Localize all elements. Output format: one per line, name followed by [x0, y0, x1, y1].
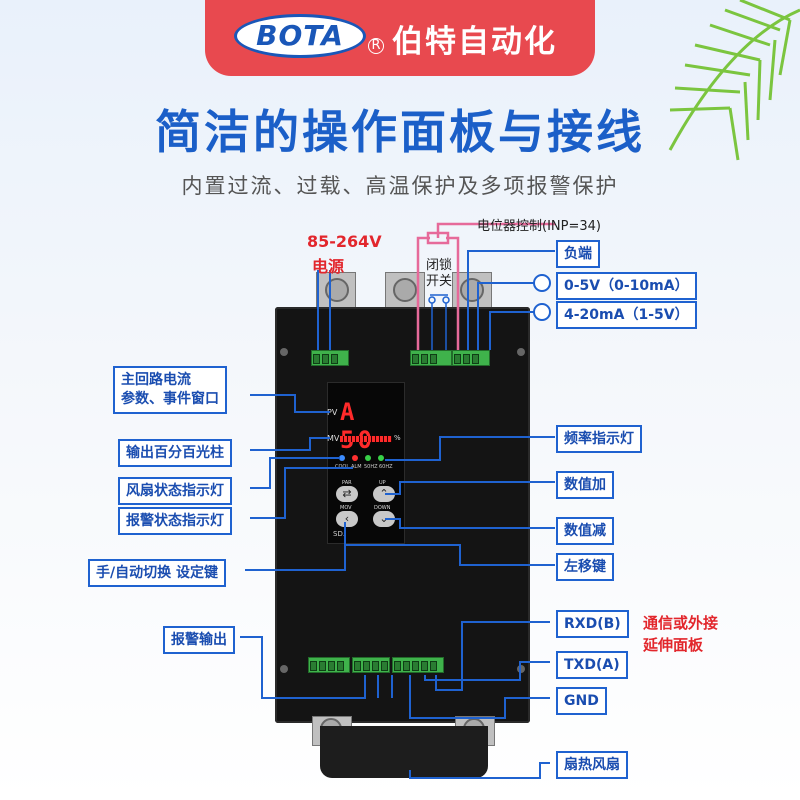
signal-terminal-1 [410, 350, 452, 366]
par-button[interactable]: ⇄ [336, 486, 358, 502]
registered-mark: R [368, 38, 384, 54]
label-negative: 负端 [556, 240, 600, 268]
label-alarm-indicator: 报警状态指示灯 [118, 507, 232, 535]
page-subtitle: 内置过流、过载、高温保护及多项报警保护 [181, 174, 619, 198]
bottom-terminal-1 [308, 657, 350, 673]
label-gnd: GND [556, 687, 607, 715]
screw [280, 665, 288, 673]
label-main-loop: 主回路电流 参数、事件窗口 [113, 366, 227, 414]
label-main-loop-line1: 主回路电流 [121, 372, 191, 388]
alarm-led [352, 455, 358, 461]
output-bar-graph [340, 436, 392, 442]
mov-label: MOV [340, 505, 352, 511]
screw [280, 348, 288, 356]
pv-label: PV [327, 408, 338, 417]
plus-terminal-icon [533, 274, 551, 292]
screw [517, 348, 525, 356]
comm-note-line1: 通信或外接 [643, 614, 719, 632]
chevron-left-icon: ‹ [344, 512, 350, 525]
label-value-down: 数值减 [556, 517, 614, 545]
label-freq-indicator: 频率指示灯 [556, 425, 642, 453]
led-label-50hz: 50HZ [364, 464, 378, 470]
up-button[interactable]: ⌃ [373, 486, 395, 502]
power-label: 电源 [312, 257, 345, 276]
chevron-down-icon: ⌄ [379, 512, 389, 525]
mv-label: MV [327, 434, 340, 443]
label-output-bar: 输出百分百光柱 [118, 439, 232, 467]
signal-terminal-2 [452, 350, 490, 366]
switch-label-line2: 开关 [426, 274, 453, 289]
down-button[interactable]: ⌄ [373, 511, 395, 527]
panel-model-label: SD. [333, 530, 346, 538]
up-label: UP [379, 480, 386, 486]
bottom-terminal-2 [352, 657, 390, 673]
cooling-fan [320, 726, 488, 778]
label-move-left: 左移键 [556, 553, 614, 581]
page-title: 简洁的操作面板与接线 [155, 105, 645, 159]
bottom-terminal-3 [392, 657, 444, 673]
comm-note-line2: 延伸面板 [643, 636, 704, 654]
label-input-voltage: 0-5V（0-10mA） [556, 272, 697, 300]
label-rxd: RXD(B) [556, 610, 629, 638]
led-label-alm: ALM [351, 464, 362, 470]
switch-label-line1: 闭锁 [426, 258, 453, 273]
label-mode-switch: 手/自动切换 设定键 [88, 559, 226, 587]
logo-text: BOTA [256, 19, 344, 52]
potentiometer-label: 电位器控制(INP=34) [477, 219, 601, 234]
percent-label: % [394, 434, 401, 442]
60hz-led [378, 455, 384, 461]
brand-logo [234, 14, 366, 58]
swap-icon: ⇄ [342, 487, 352, 500]
label-main-loop-line2: 参数、事件窗口 [121, 391, 219, 407]
power-voltage: 85-264V [307, 232, 382, 251]
palm-leaf-icon [668, 0, 800, 161]
chevron-up-icon: ⌃ [379, 487, 389, 500]
brand-name: 伯特自动化 [392, 24, 557, 60]
mov-button[interactable]: ‹ [336, 511, 358, 527]
busbar-bolt [393, 278, 417, 302]
power-terminal [311, 350, 349, 366]
label-fan: 扇热风扇 [556, 751, 628, 779]
label-input-current: 4-20mA（1-5V） [556, 301, 697, 329]
plus-terminal-icon [533, 303, 551, 321]
led-label-60hz: 60HZ [379, 464, 393, 470]
label-alarm-output: 报警输出 [163, 626, 235, 654]
busbar-bolt [460, 278, 484, 302]
par-label: PAR [342, 480, 352, 486]
label-fan-indicator: 风扇状态指示灯 [118, 477, 232, 505]
cool-led [339, 455, 345, 461]
50hz-led [365, 455, 371, 461]
label-value-up: 数值加 [556, 471, 614, 499]
down-label: DOWN [374, 505, 391, 511]
label-txd: TXD(A) [556, 651, 628, 679]
